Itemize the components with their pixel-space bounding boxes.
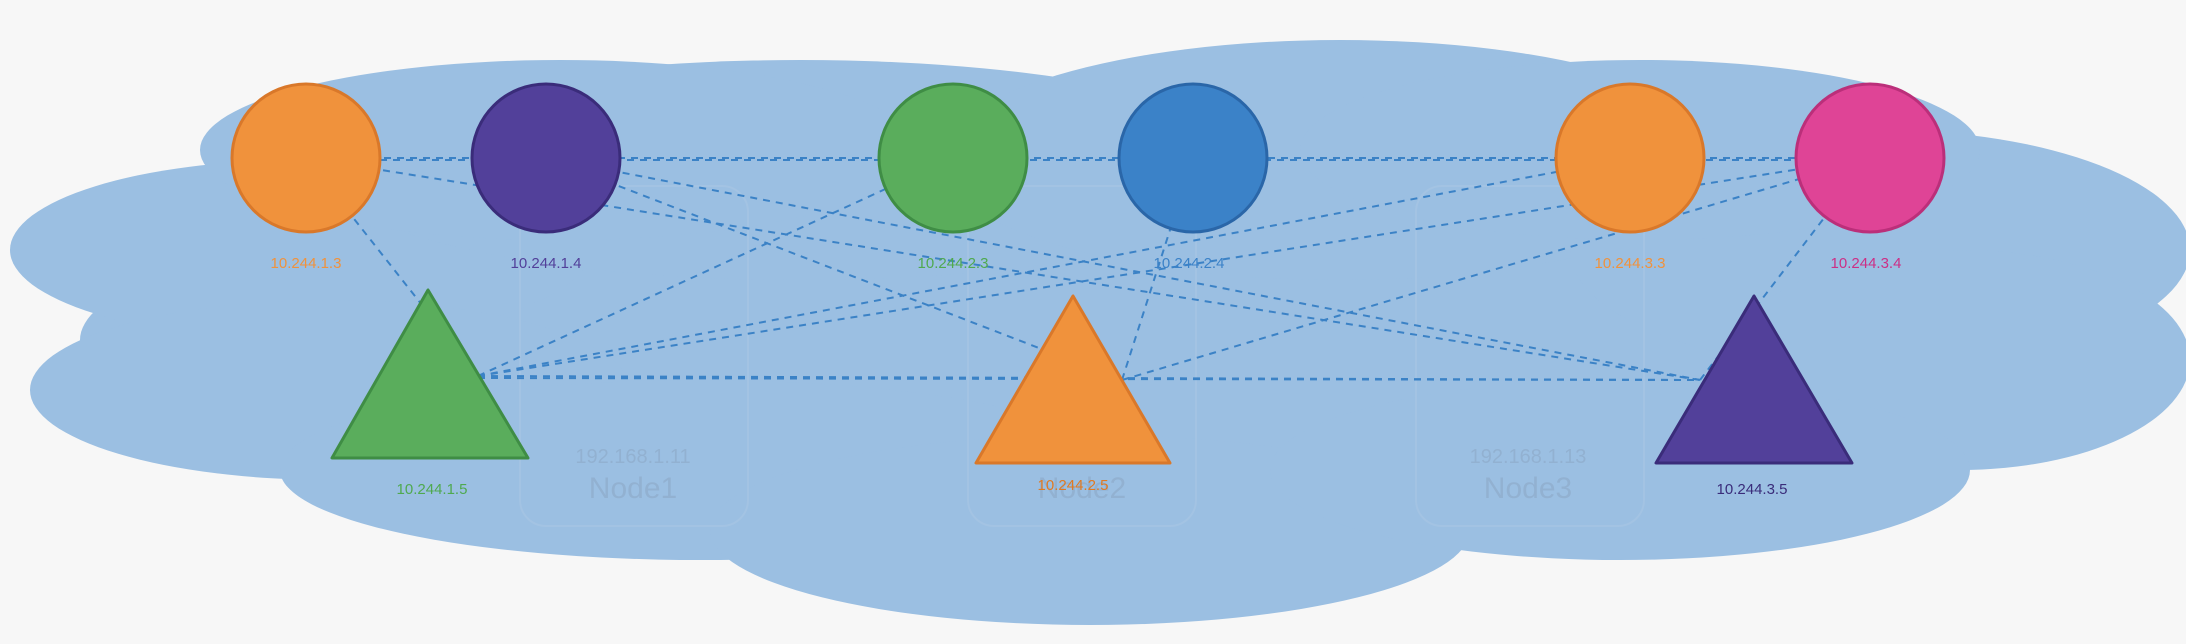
pod-label-10-244-3-4: 10.244.3.4 [1831,255,1902,272]
pod-label-10-244-2-5: 10.244.2.5 [1038,477,1109,494]
pod-2-4-circle [1117,82,1269,234]
node3-name-label: Node3 [1484,472,1572,505]
pod-1-3-circle [230,82,382,234]
pod-label-10-244-2-3: 10.244.2.3 [918,255,989,272]
pod-2-5-triangle [974,294,1172,465]
node1-name-label: Node1 [589,472,677,505]
node3-ip-label: 192.168.1.13 [1470,446,1587,468]
pod-3-4-circle [1794,82,1946,234]
node-labels: 192.168.1.11 Node1 Node2 192.168.1.13 No… [575,446,1586,505]
network-cloud [10,40,2186,625]
pod-1-5-triangle [330,288,530,460]
pods [230,82,1946,465]
link-pod-1-5-pod-3-3 [477,157,1631,377]
link-pod-1-5-pod-2-3 [477,157,954,377]
link-pod-2-5-pod-3-4 [1121,157,1871,381]
pod-3-3-circle [1554,82,1706,234]
node-box-node1 [519,185,749,527]
pod-3-5-triangle [1654,294,1854,465]
link-pod-1-4-pod-3-5 [545,157,1701,381]
pod-label-10-244-1-4: 10.244.1.4 [511,255,582,272]
pod-label-10-244-1-5: 10.244.1.5 [397,481,468,498]
pod-ip-labels: 10.244.1.3 10.244.1.4 10.244.2.3 10.244.… [271,255,1902,498]
pod-label-10-244-3-3: 10.244.3.3 [1595,255,1666,272]
pod-label-10-244-1-3: 10.244.1.3 [271,255,342,272]
pod-label-10-244-2-4: 10.244.2.4 [1154,255,1225,272]
node1-ip-label: 192.168.1.11 [575,446,690,468]
node2-name-label: Node2 [1038,472,1126,505]
pod-2-3-circle [877,82,1029,234]
pod-label-10-244-3-5: 10.244.3.5 [1717,481,1788,498]
node-box-node3 [1415,185,1645,527]
node-box-node2 [967,185,1197,527]
pod-1-4-circle [470,82,622,234]
node-boxes [519,185,1645,527]
cloud-lobe [1270,380,1970,560]
